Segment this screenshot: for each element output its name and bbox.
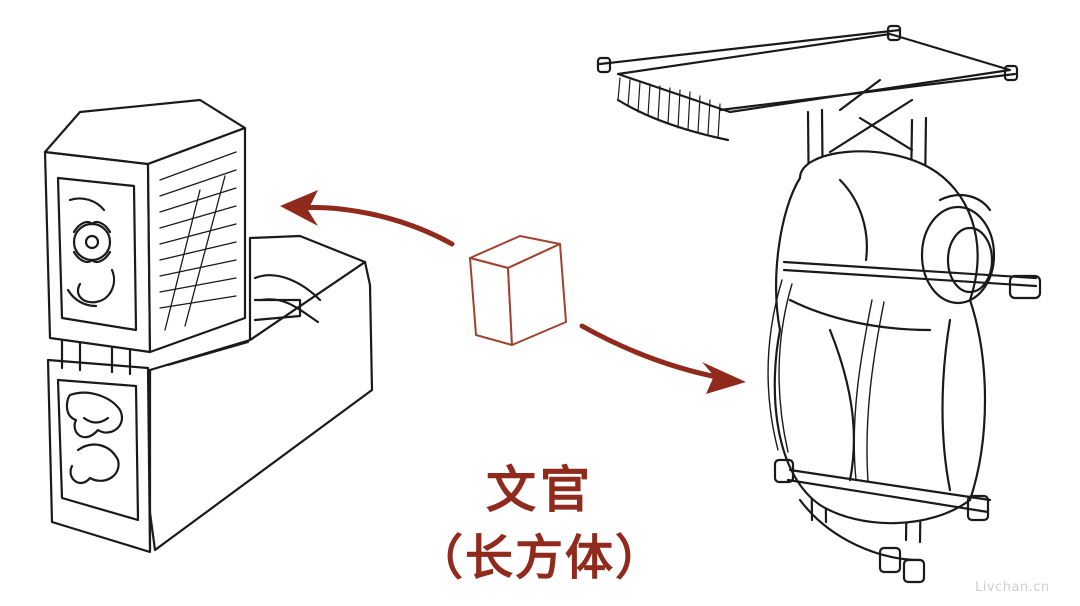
caption-subtitle: （长方体）	[414, 530, 665, 586]
caption-title: 文官	[486, 460, 594, 519]
stone-statue-drawing	[43, 98, 374, 554]
palanquin-drawing	[596, 24, 1042, 584]
arrow-right	[579, 323, 746, 394]
watermark: Livchan.cn	[975, 580, 1050, 595]
arrow-left	[280, 190, 455, 247]
cube-drawing	[469, 235, 567, 346]
